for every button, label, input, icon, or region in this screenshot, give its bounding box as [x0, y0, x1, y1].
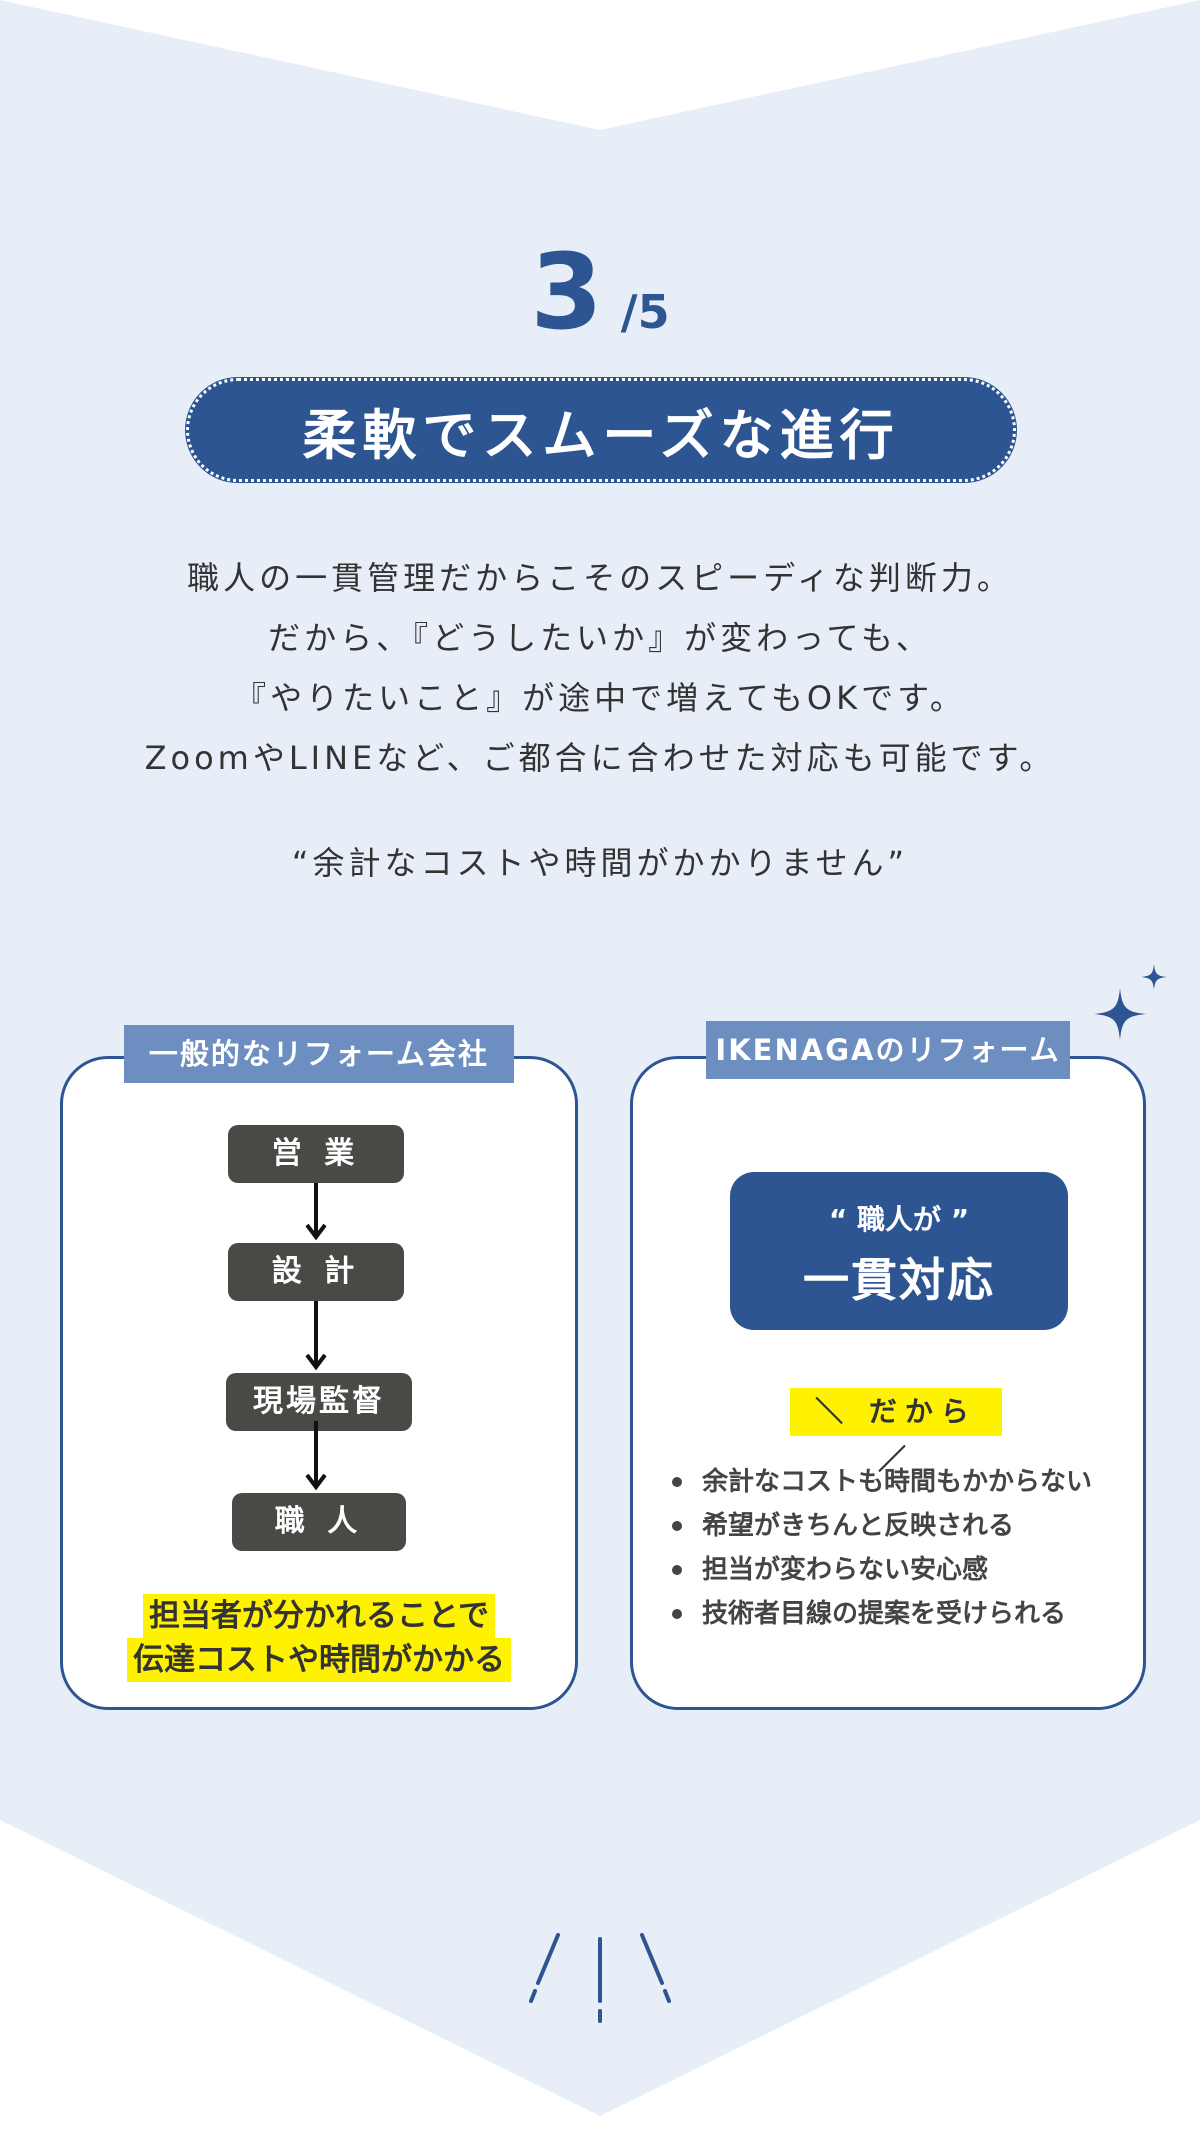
list-item: 希望がきちんと反映される	[668, 1504, 1138, 1548]
badge-subtitle: “ 職人が ”	[828, 1203, 970, 1236]
arrow-down-icon	[305, 1183, 327, 1241]
sparkle-icon	[1094, 964, 1167, 1040]
note-line: 担当者が分かれることで	[142, 1594, 496, 1638]
step-number: 3	[530, 231, 603, 353]
craftsman-badge: “ 職人が ” 一貫対応	[730, 1172, 1068, 1330]
quote-text: “余計なコストや時間がかかりません”	[291, 844, 909, 882]
section-title: 柔軟でスムーズな進行	[302, 403, 900, 467]
card-label-general: 一般的なリフォーム会社	[124, 1025, 514, 1083]
note-line: 伝達コストや時間がかかる	[127, 1638, 511, 1682]
badge-title: 一貫対応	[803, 1253, 995, 1307]
flow-step-site-supervisor: 現場監督	[226, 1373, 412, 1431]
card-ikenaga	[630, 1056, 1146, 1710]
flow-step-craftsman: 職 人	[232, 1493, 406, 1551]
bullet-icon	[672, 1565, 682, 1575]
step-counter: 3/5	[0, 240, 1200, 344]
benefit-text: 余計なコストも時間もかからない	[702, 1467, 1093, 1497]
list-item: 技術者目線の提案を受けられる	[668, 1592, 1138, 1636]
flow-step-sales: 営 業	[228, 1125, 404, 1183]
card-label-ikenaga: IKENAGAのリフォーム	[706, 1021, 1070, 1079]
intro-line: 『やりたいこと』が途中で増えてもOKです。	[234, 679, 966, 717]
step-total: /5	[620, 285, 670, 339]
intro-line: ZoomやLINEなど、ご都合に合わせた対応も可能です。	[144, 739, 1056, 777]
benefit-text: 技術者目線の提案を受けられる	[702, 1599, 1067, 1629]
intro-line: 職人の一貫管理だからこそのスピーディな判断力。	[187, 559, 1013, 597]
arrow-down-icon	[305, 1301, 327, 1371]
intro-line: だから、『どうしたいか』が変わっても、	[268, 619, 932, 657]
benefit-list: 余計なコストも時間もかからない 希望がきちんと反映される 担当が変わらない安心感…	[668, 1460, 1138, 1636]
burst-lines-icon	[529, 1933, 671, 2023]
benefit-text: 担当が変わらない安心感	[702, 1555, 989, 1585]
bullet-icon	[672, 1609, 682, 1619]
therefore-label: ＼ だから ／	[790, 1388, 1002, 1476]
flow-step-design: 設 計	[228, 1243, 404, 1301]
list-item: 余計なコストも時間もかからない	[668, 1460, 1138, 1504]
bullet-icon	[672, 1521, 682, 1531]
bullet-icon	[672, 1477, 682, 1487]
section-title-pill: 柔軟でスムーズな進行	[186, 378, 1016, 482]
benefit-text: 希望がきちんと反映される	[702, 1511, 1015, 1541]
intro-text: 職人の一貫管理だからこそのスピーディな判断力。 だから、『どうしたいか』が変わっ…	[0, 548, 1200, 788]
arrow-down-icon	[305, 1421, 327, 1491]
left-card-note: 担当者が分かれることで 伝達コストや時間がかかる	[60, 1594, 578, 1682]
list-item: 担当が変わらない安心感	[668, 1548, 1138, 1592]
